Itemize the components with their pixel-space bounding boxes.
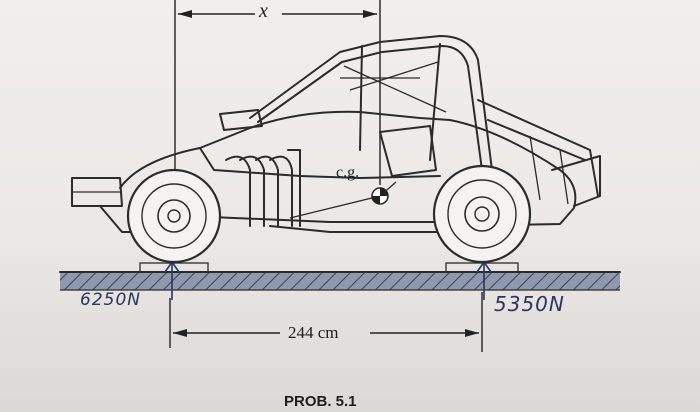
rear-wheel <box>432 164 532 264</box>
ground <box>59 271 621 291</box>
cg-label: c.g. <box>336 164 360 181</box>
x-dimension <box>178 10 377 18</box>
left-reaction-label: 6250N <box>80 290 141 310</box>
figure-caption: PROB. 5.1 <box>284 393 357 410</box>
right-reaction-label: 5350N <box>494 292 565 316</box>
cg-marker <box>371 187 389 205</box>
front-wheel <box>126 168 222 264</box>
wheelbase-label: 244 cm <box>288 323 339 342</box>
x-label: x <box>259 0 268 22</box>
wheelbase-dimension <box>173 329 479 337</box>
